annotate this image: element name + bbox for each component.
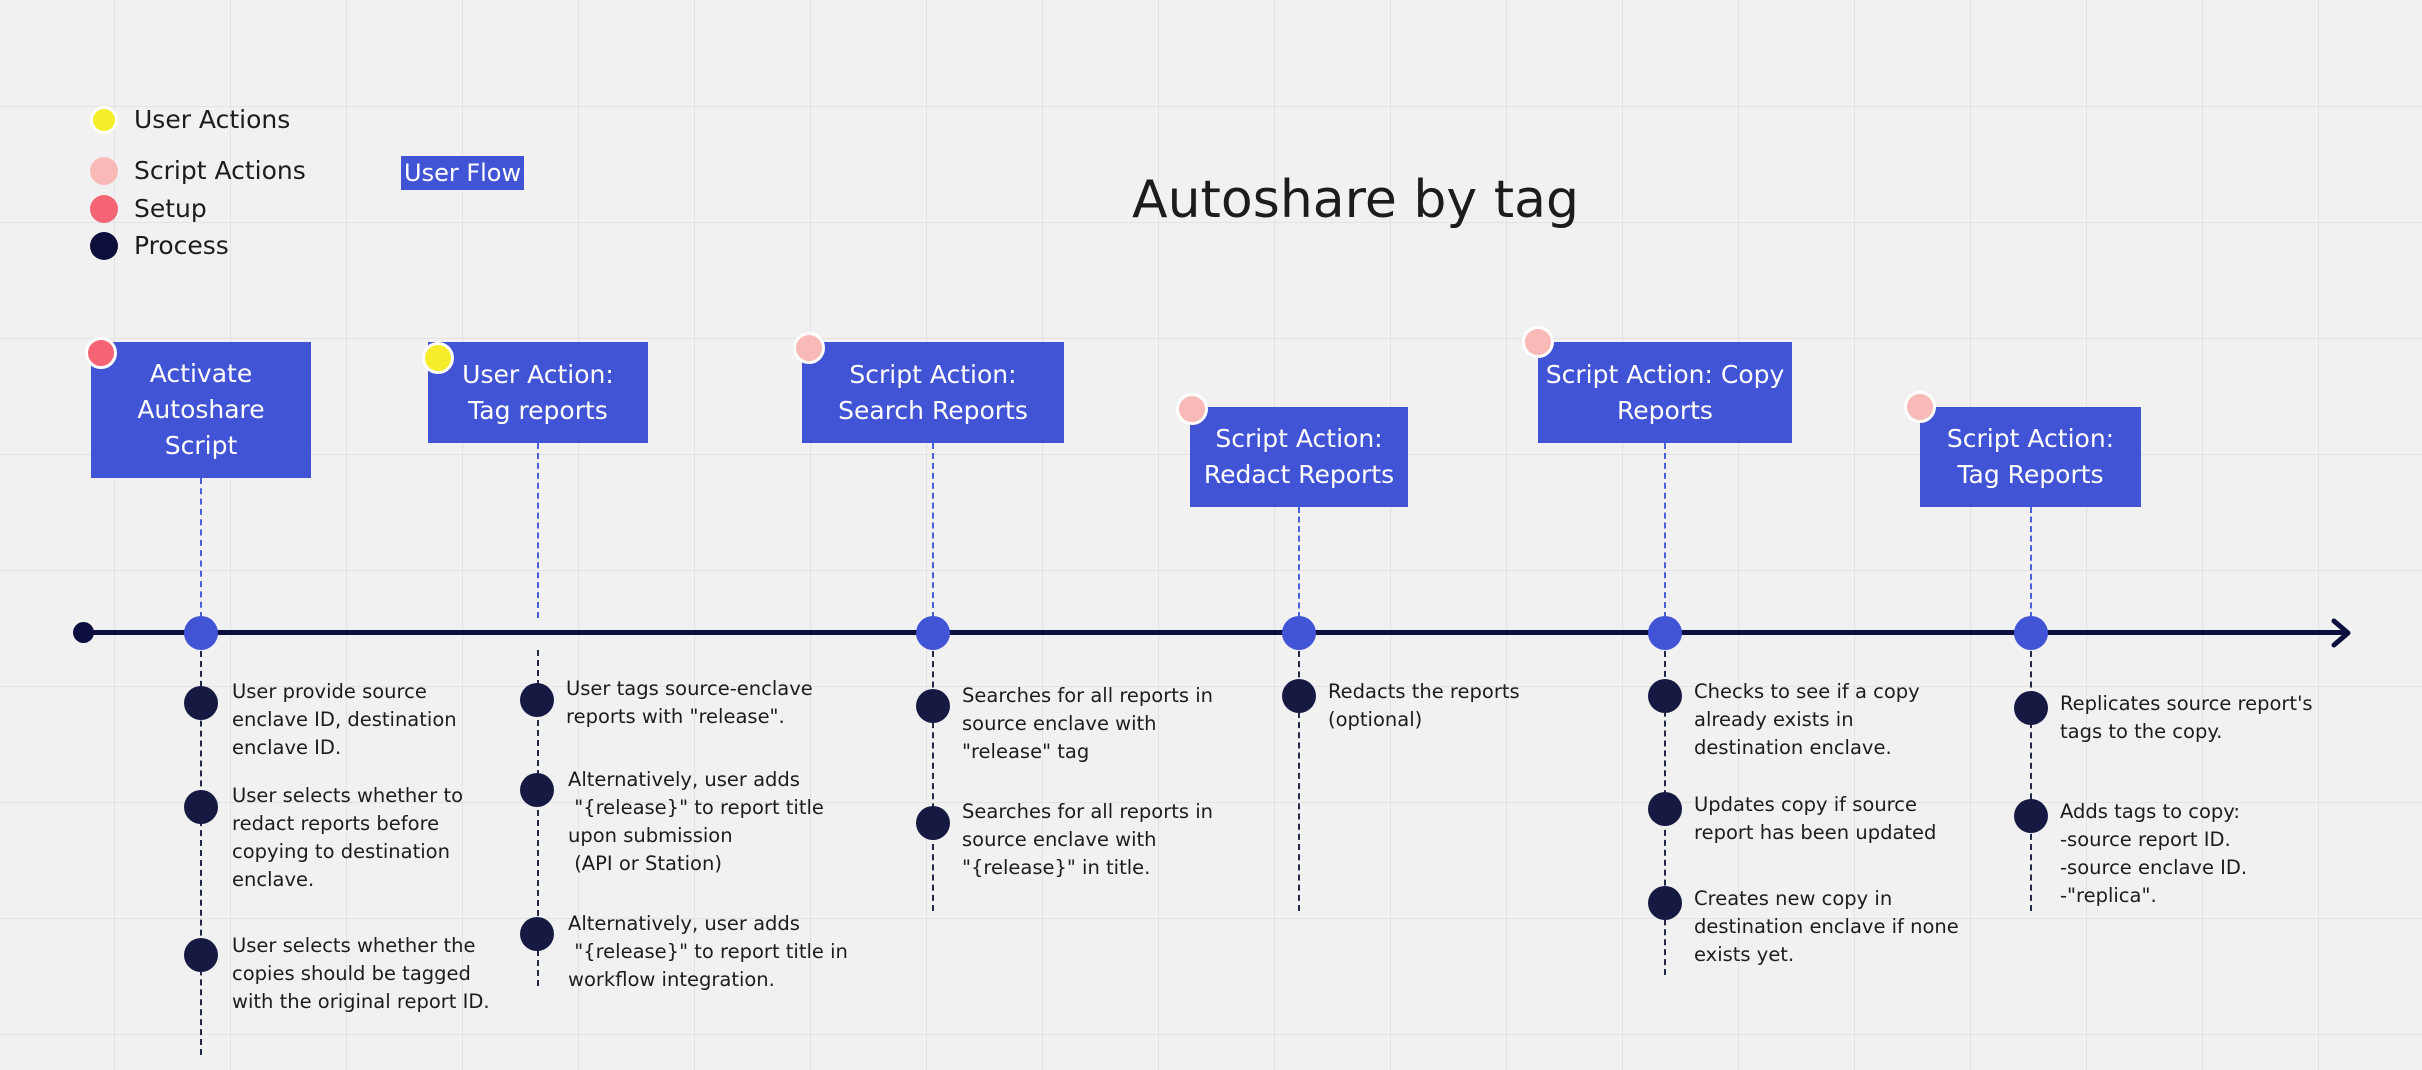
step-box[interactable]: Script Action: Redact Reports [1190, 407, 1408, 507]
legend-dot-icon [90, 105, 118, 134]
step-detail-connector [200, 651, 202, 1055]
step-label: Script Action: Copy Reports [1545, 359, 1785, 425]
timeline-start-dot [73, 622, 94, 643]
legend-label: Setup [134, 194, 207, 223]
detail-dot [2014, 799, 2048, 833]
milestone-dot [184, 616, 218, 650]
detail-text: Adds tags to copy: -source report ID. -s… [2060, 800, 2248, 907]
step-label: Script Action: Redact Reports [1203, 424, 1395, 489]
detail-dot [916, 689, 950, 723]
step-connector [1664, 443, 1666, 618]
detail-text: Replicates source report's tags to the c… [2060, 692, 2313, 743]
detail-text: Redacts the reports (optional) [1328, 680, 1520, 731]
detail-dot [916, 806, 950, 840]
legend-label: Process [134, 231, 229, 260]
step-box[interactable]: User Action: Tag reports [428, 342, 648, 443]
detail-text: Checks to see if a copy already exists i… [1694, 680, 1920, 759]
detail-dot [184, 686, 218, 720]
script-action-badge-icon [793, 332, 825, 364]
user-action-badge-icon [422, 342, 454, 374]
detail-text: Updates copy if source report has been u… [1694, 793, 1937, 844]
legend-dot-icon [90, 156, 118, 185]
detail-dot [1282, 679, 1316, 713]
detail-text: Alternatively, user adds "{release}" to … [568, 912, 848, 991]
detail-dot [184, 938, 218, 972]
step-box[interactable]: Script Action: Tag Reports [1920, 407, 2141, 507]
arrow-right-icon [2331, 618, 2351, 648]
step-detail-connector [2030, 651, 2032, 911]
step-box[interactable]: Script Action: Search Reports [802, 342, 1064, 443]
step-detail-connector [932, 651, 934, 911]
step-box[interactable]: Script Action: Copy Reports [1538, 342, 1792, 443]
detail-text: Creates new copy in destination enclave … [1694, 887, 1959, 966]
milestone-dot [1282, 616, 1316, 650]
legend-item-user-actions: User Actions [90, 105, 290, 134]
step-connector [537, 443, 539, 618]
step-connector [2030, 507, 2032, 618]
milestone-dot [2014, 616, 2048, 650]
step-connector [1298, 507, 1300, 618]
step-connector [932, 443, 934, 618]
detail-text: User provide source enclave ID, destinat… [232, 680, 457, 759]
detail-dot [184, 790, 218, 824]
step-box[interactable]: Activate Autoshare Script [91, 342, 311, 478]
detail-dot [1648, 679, 1682, 713]
detail-text: Alternatively, user adds "{release}" to … [568, 768, 824, 875]
setup-badge-icon [85, 337, 117, 369]
legend-item-setup: Setup [90, 194, 207, 223]
step-detail-connector [537, 650, 539, 986]
milestone-dot [1648, 616, 1682, 650]
milestone-dot [916, 616, 950, 650]
step-label: Script Action: Search Reports [838, 359, 1028, 425]
timeline-axis [84, 630, 2346, 635]
detail-dot [1648, 792, 1682, 826]
detail-text: User tags source-enclave reports with "r… [566, 677, 813, 728]
detail-text: Searches for all reports in source encla… [962, 800, 1214, 879]
script-action-badge-icon [1904, 391, 1936, 423]
user-flow-tag: User Flow [401, 156, 525, 190]
step-label: Activate Autoshare Script [137, 359, 265, 460]
legend-item-script-actions: Script Actions [90, 156, 306, 185]
legend-label: Script Actions [134, 156, 306, 185]
detail-dot [520, 917, 554, 951]
legend-dot-icon [90, 194, 118, 223]
detail-text: User selects whether the copies should b… [232, 934, 490, 1013]
step-label: User Action: Tag reports [462, 359, 614, 425]
script-action-badge-icon [1522, 326, 1554, 358]
detail-dot [2014, 691, 2048, 725]
script-action-badge-icon [1176, 393, 1208, 425]
legend-label: User Actions [134, 105, 291, 134]
detail-dot [520, 683, 554, 717]
page-title: Autoshare by tag [1132, 170, 1579, 230]
step-detail-connector [1298, 651, 1300, 911]
detail-dot [1648, 886, 1682, 920]
detail-text: Searches for all reports in source encla… [962, 684, 1214, 763]
step-label: Script Action: Tag Reports [1946, 424, 2115, 489]
detail-dot [520, 773, 554, 807]
step-connector [200, 478, 202, 618]
legend-item-process: Process [90, 231, 229, 260]
legend-dot-icon [90, 231, 118, 260]
detail-text: User selects whether to redact reports b… [232, 784, 464, 891]
